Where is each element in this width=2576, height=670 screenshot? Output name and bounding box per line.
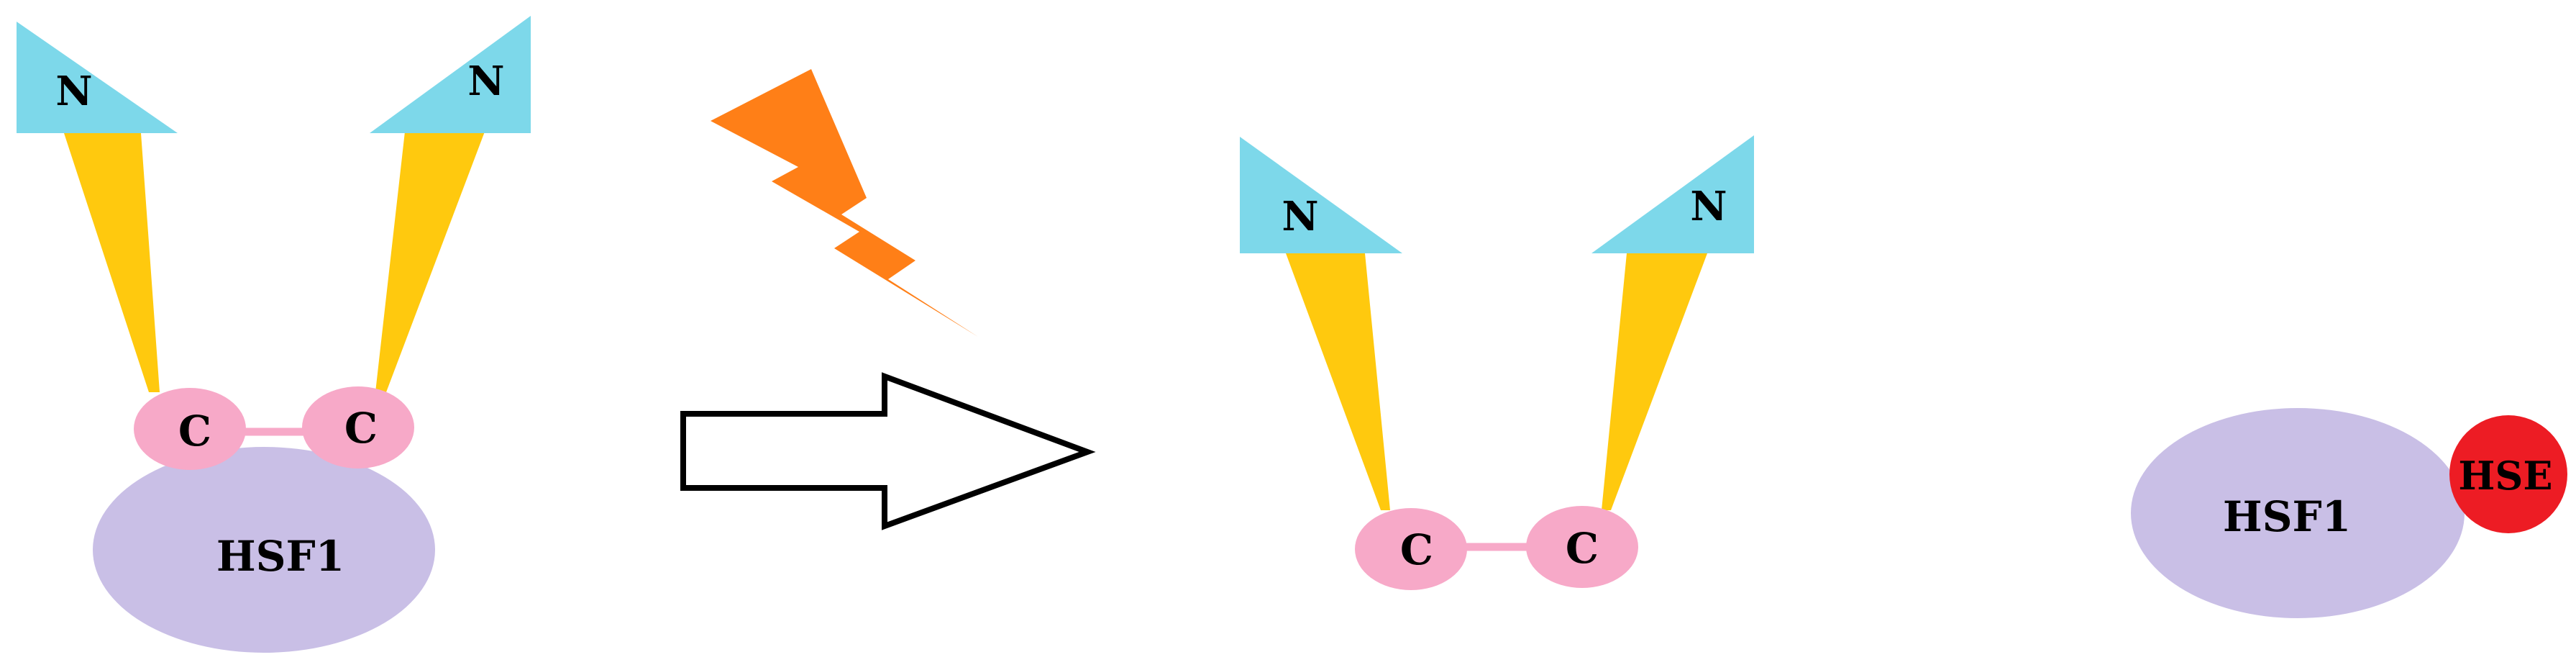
right-c-domain	[302, 386, 414, 468]
free-hsf1-label: HSF1	[2223, 492, 2351, 541]
left-c-label: C	[178, 407, 211, 456]
lightning-bolt-icon	[711, 69, 978, 337]
released-left-n-domain	[1240, 137, 1402, 253]
released-left-n-label: N	[1282, 193, 1318, 240]
released-right-c-domain	[1526, 506, 1638, 588]
hsf1-body	[93, 447, 435, 653]
released-right-linker	[1602, 253, 1707, 510]
left-c-domain	[134, 388, 246, 470]
released-left-c-domain	[1355, 508, 1467, 590]
right-linker	[375, 132, 485, 392]
released-right-n-domain	[1591, 135, 1754, 253]
right-c-label: C	[344, 404, 378, 453]
free-hsf1-complex: HSF1 HSE	[2131, 408, 2567, 618]
released-right-n-label: N	[1690, 183, 1727, 230]
released-right-c-label: C	[1566, 524, 1599, 573]
left-linker	[64, 133, 160, 392]
hse-site	[2449, 415, 2567, 533]
bound-complex: N N HSF1 C C	[17, 16, 531, 653]
left-n-label: N	[55, 68, 92, 115]
free-hsf1-body	[2131, 408, 2465, 618]
hsf1-label: HSF1	[216, 532, 344, 581]
hse-label: HSE	[2458, 453, 2552, 499]
right-n-domain	[370, 16, 531, 133]
right-n-label: N	[467, 58, 504, 105]
right-arrow-icon	[680, 372, 1096, 530]
left-n-domain	[17, 22, 178, 133]
released-left-linker	[1286, 253, 1390, 510]
released-left-c-label: C	[1400, 525, 1433, 574]
released-complex: N N C C	[1240, 135, 1754, 590]
